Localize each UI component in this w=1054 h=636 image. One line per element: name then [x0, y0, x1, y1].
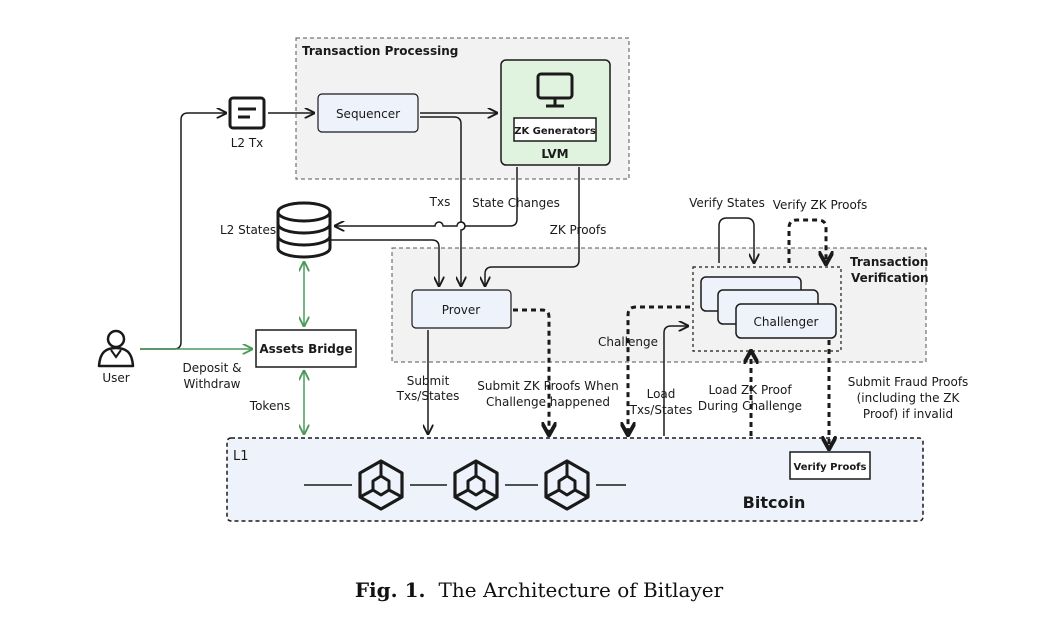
arrow-verify-zk-proofs-loop — [787, 218, 826, 263]
block-icon — [453, 459, 499, 511]
caption-text: The Architecture of Bitlayer — [439, 578, 724, 602]
edge-label-tokens: Tokens — [249, 399, 290, 413]
figure-caption: Fig. 1. The Architecture of Bitlayer — [355, 578, 724, 602]
l2-tx-icon — [228, 96, 266, 130]
arrow-challenge — [628, 305, 690, 434]
arrow-verify-states-loop — [718, 217, 754, 263]
arrow-sequencer-to-prover — [420, 116, 465, 286]
caption-prefix: Fig. 1. — [355, 578, 426, 602]
edge-label-fraud-2: (including the ZK — [857, 391, 961, 405]
edge-label-load-zk-2: During Challenge — [698, 399, 802, 413]
database-icon — [276, 201, 332, 259]
sequencer-box — [317, 93, 419, 133]
edge-label-submit-2: Txs/States — [396, 389, 460, 403]
edge-label-load-2: Txs/States — [629, 403, 693, 417]
zk-generators-label: ZK Generators — [514, 126, 596, 137]
edge-label-deposit-1: Deposit & — [182, 361, 241, 375]
arrow-submit-zk-proofs — [513, 308, 549, 434]
edge-label-submit-1: Submit — [407, 374, 450, 388]
edge-label-zk-proofs: ZK Proofs — [550, 223, 607, 237]
lvm-label: LVM — [541, 147, 568, 161]
block-icon — [544, 459, 590, 511]
edge-label-verify-states: Verify States — [689, 196, 765, 210]
transaction-verification-title-2: Verification — [851, 271, 929, 285]
edge-label-challenge: Challenge — [598, 335, 658, 349]
monitor-icon — [536, 72, 574, 108]
transaction-verification-title-1: Transaction — [850, 255, 928, 269]
l2-tx-label: L2 Tx — [231, 136, 264, 150]
transaction-processing-title: Transaction Processing — [302, 44, 458, 58]
edge-label-deposit-2: Withdraw — [184, 377, 241, 391]
edge-label-load-zk-1: Load ZK Proof — [708, 383, 792, 397]
edge-label-verify-zk-proofs: Verify ZK Proofs — [773, 198, 868, 212]
verify-proofs-label: Verify Proofs — [794, 462, 867, 473]
prover-box — [411, 289, 512, 329]
arrow-state-changes-to-l2-states — [335, 167, 518, 226]
l2-states-label: L2 States — [220, 223, 276, 237]
sequencer-label: Sequencer — [336, 107, 400, 121]
edge-label-txs: Txs — [429, 195, 451, 209]
edge-label-submit-zk-2: Challenge happened — [486, 395, 610, 409]
assets-bridge-box — [255, 329, 357, 368]
challenger-group — [692, 266, 842, 352]
challenger-label: Challenger — [754, 315, 819, 329]
edge-label-load-1: Load — [647, 387, 676, 401]
arrow-l2-states-to-prover — [331, 239, 439, 286]
edge-label-fraud-3: Proof) if invalid — [863, 407, 953, 421]
prover-label: Prover — [442, 303, 481, 317]
arrow-user-to-l2tx — [140, 113, 226, 350]
user-label: User — [102, 371, 129, 385]
arrow-load-txs-states — [663, 326, 688, 436]
verify-proofs-box — [789, 451, 871, 480]
edge-label-submit-zk-1: Submit ZK Proofs When — [477, 379, 618, 393]
zk-generators-box — [513, 117, 597, 142]
arrow-zk-proofs-to-prover — [485, 167, 580, 286]
block-icon — [358, 459, 404, 511]
l1-title: L1 — [233, 449, 249, 464]
edge-label-fraud-1: Submit Fraud Proofs — [848, 375, 969, 389]
bitcoin-label: Bitcoin — [743, 493, 806, 512]
challenger-card-front — [735, 303, 837, 339]
assets-bridge-label: Assets Bridge — [259, 342, 352, 356]
edge-label-state-changes: State Changes — [472, 196, 560, 210]
user-icon — [97, 329, 135, 368]
